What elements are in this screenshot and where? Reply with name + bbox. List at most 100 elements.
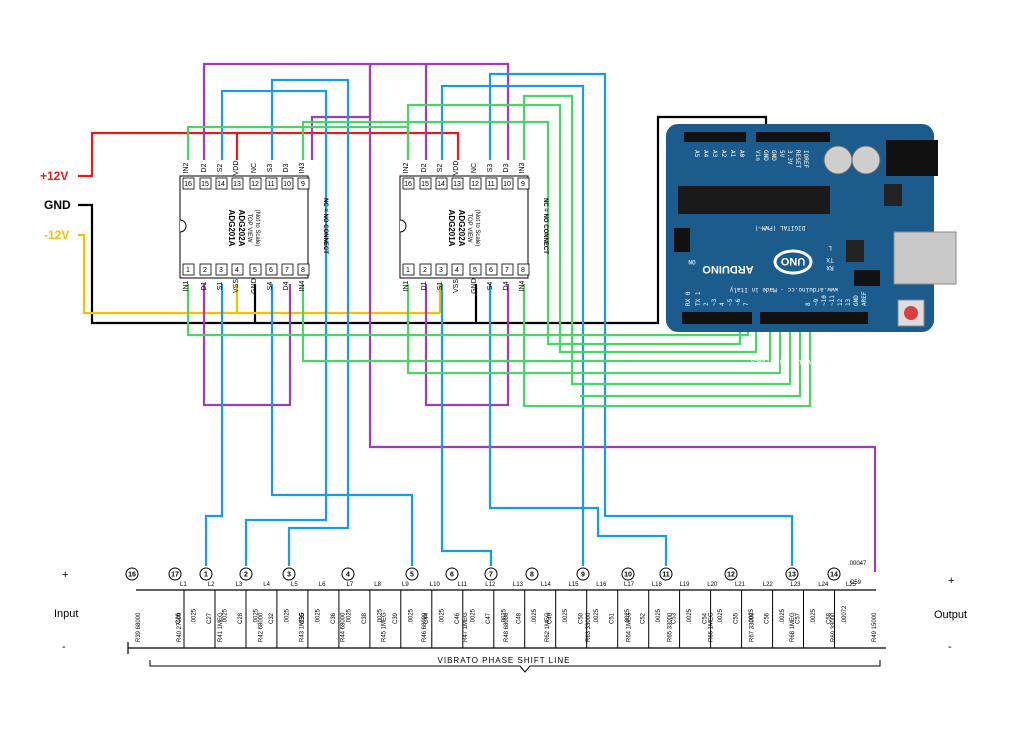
svg-text:14: 14	[217, 181, 225, 188]
capacitor-label: C50	[579, 612, 585, 624]
svg-text:1: 1	[186, 267, 190, 274]
tap-node: 1	[199, 567, 213, 581]
digital-pin-labels: AREF GND 13 12 ~11 ~10 ~9 8 7 ~6 ~5 4 ~3…	[685, 291, 868, 306]
svg-text:NC: NC	[471, 163, 478, 173]
svg-text:ADG202A: ADG202A	[457, 210, 466, 247]
brace	[149, 660, 881, 673]
capacitor-label: .0025	[687, 608, 693, 624]
svg-text:S4: S4	[267, 282, 274, 291]
svg-text:14: 14	[437, 181, 445, 188]
chip-nc-note: NC = NO CONNECT	[322, 198, 328, 254]
resistor-label: R47 1MEG	[463, 612, 469, 642]
svg-text:GND: GND	[762, 150, 769, 161]
svg-text:7: 7	[489, 572, 493, 579]
board-brand: ARDUINO	[702, 263, 754, 275]
svg-text:~3: ~3	[711, 298, 718, 306]
svg-text:6: 6	[269, 267, 273, 274]
wire-blue-7	[440, 284, 493, 566]
svg-text:TOP VIEW: TOP VIEW	[246, 213, 252, 242]
svg-text:16: 16	[184, 181, 192, 188]
rail-minus12-label: -12V	[44, 228, 69, 242]
svg-text:12: 12	[251, 181, 259, 188]
coil-label: L7	[347, 582, 354, 588]
analog-pin-labels: A0 A1 A2 A3 A4 A5	[693, 150, 745, 158]
coil-label: L16	[596, 582, 607, 588]
coil-label: L12	[485, 582, 496, 588]
svg-text:16: 16	[404, 181, 412, 188]
svg-text:ADG201A: ADG201A	[227, 210, 236, 247]
capacitor-label: .0025	[811, 608, 817, 624]
svg-text:(Not to Scale): (Not to Scale)	[474, 210, 480, 247]
svg-text:3: 3	[439, 267, 443, 274]
wire-green-4	[301, 284, 772, 363]
label-on: ON	[688, 258, 696, 265]
wire-purple-2	[310, 64, 372, 160]
capacitor-label: C48	[517, 612, 523, 624]
chip-bottom-pin-boxes	[402, 263, 530, 276]
svg-text:15: 15	[201, 181, 209, 188]
pin-nc: NC	[251, 163, 258, 173]
capacitor-label: .0025	[563, 608, 569, 624]
svg-text:10: 10	[283, 181, 291, 188]
svg-text:10: 10	[624, 572, 632, 579]
svg-text:IN1: IN1	[403, 280, 410, 291]
board-model: UNO	[780, 255, 805, 267]
arduino-board: UNO ARDUINO www.arduino.cc - Made in Ita…	[666, 124, 957, 365]
svg-text:D2: D2	[421, 163, 428, 172]
wire-minus12	[78, 233, 440, 315]
input-label: Input	[54, 608, 78, 620]
svg-text:RX 0: RX 0	[685, 291, 692, 306]
coil-label: L2	[208, 582, 215, 588]
svg-text:IN4: IN4	[519, 280, 526, 291]
wire-blue-1	[220, 89, 328, 566]
resistor-label: R39 68000	[136, 612, 142, 642]
wire-blue-2	[270, 78, 350, 566]
svg-text:6: 6	[450, 572, 454, 579]
chip-notch	[179, 219, 187, 233]
label-rx: RX	[826, 264, 834, 271]
tap-node: 3	[282, 567, 296, 581]
capacitor-label: C55	[734, 612, 740, 624]
resistor-label: R64 1MEG	[627, 612, 633, 642]
coil-label: L15	[569, 582, 580, 588]
capacitor-label: .0025	[192, 608, 198, 624]
resistor-label: R49 15000	[872, 612, 878, 642]
tap-node: 16	[125, 567, 139, 581]
label-digital: DIGITAL (PWM~)	[755, 224, 806, 231]
svg-text:A5: A5	[693, 150, 700, 158]
coil-label: L23	[791, 582, 802, 588]
svg-text:4: 4	[455, 267, 459, 274]
chip-top-pins: IN2 D2 S2 VDD NC S3 D3 IN3	[403, 161, 526, 176]
svg-text:~10: ~10	[821, 295, 828, 306]
capacitor-label: .0025	[377, 608, 383, 624]
svg-text:D1: D1	[421, 281, 428, 290]
capacitor-label: C58	[827, 612, 833, 624]
capacitor-label: C28	[238, 612, 244, 624]
svg-text:VSS: VSS	[233, 279, 240, 293]
tap-node: 4	[341, 567, 355, 581]
wire-green-9	[580, 316, 802, 398]
svg-text:4: 4	[346, 572, 350, 579]
coil-label: L13	[513, 582, 524, 588]
coil-label: L19	[680, 582, 691, 588]
tap-node: 9	[576, 567, 590, 581]
svg-text:9: 9	[521, 181, 525, 188]
resistor-label: R62 1MEG	[545, 612, 551, 642]
svg-text:1: 1	[204, 572, 208, 579]
wire-purple-5	[202, 284, 292, 407]
coil-label: L3	[236, 582, 243, 588]
svg-text:5: 5	[473, 267, 477, 274]
wire-green-7	[522, 94, 792, 386]
wire-blue-8	[488, 284, 668, 566]
input-plus: +	[62, 569, 68, 581]
wire-purple-6	[424, 284, 510, 407]
svg-text:D4: D4	[503, 281, 510, 290]
svg-text:6: 6	[489, 267, 493, 274]
board-site: www.arduino.cc - Made in Italy	[729, 286, 838, 293]
capacitor-label: .0025	[284, 608, 290, 624]
capacitor-label: C53	[672, 612, 678, 624]
capacitor-label: C38	[362, 612, 368, 624]
